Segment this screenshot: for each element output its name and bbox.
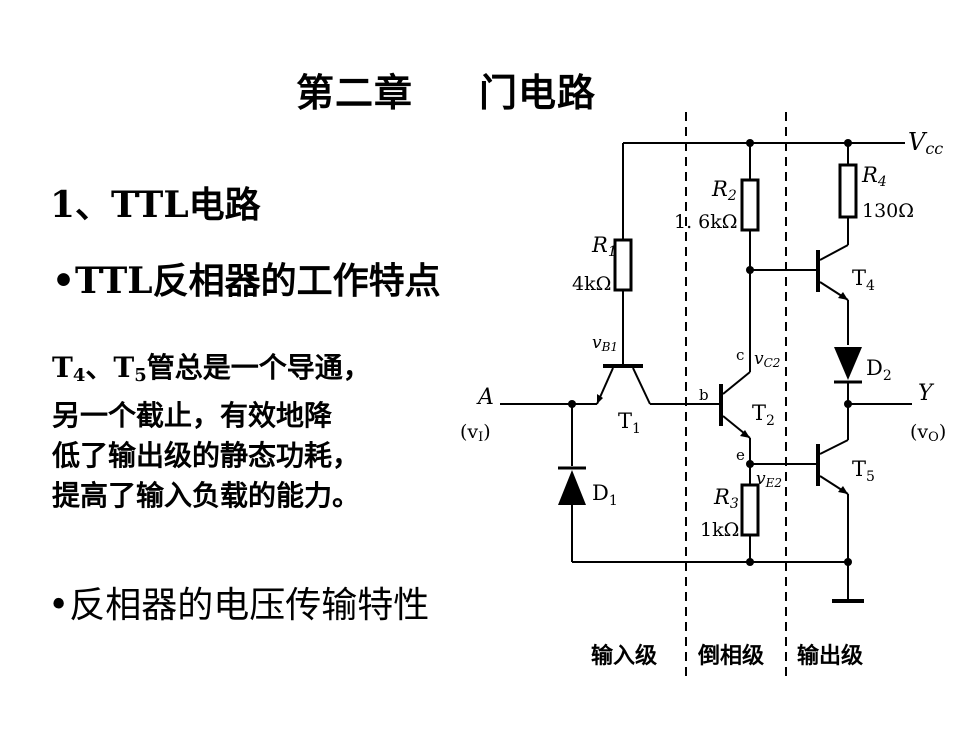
resistor-r1: R1 4kΩ	[572, 143, 633, 356]
svg-text:(vO): (vO)	[910, 421, 946, 445]
features-paragraph: T4、T5管总是一个导通， 另一个截止，有效地降 低了输出级的静态功耗， 提高了…	[52, 348, 371, 516]
bullet-ttl-features: •TTL反相器的工作特点	[52, 260, 441, 302]
chapter-label: 第二章	[296, 70, 414, 115]
svg-text:D2: D2	[866, 356, 892, 384]
svg-text:T2: T2	[752, 401, 775, 429]
stage-label-output: 输出级	[797, 643, 863, 669]
svg-text:R3: R3	[713, 485, 739, 512]
svg-text:T4: T4	[852, 266, 875, 294]
svg-text:R4: R4	[861, 163, 887, 190]
svg-text:130Ω: 130Ω	[862, 200, 914, 222]
svg-text:T5: T5	[852, 457, 875, 485]
svg-text:vE2: vE2	[756, 469, 782, 490]
para-line-1: T4、T5管总是一个导通，	[52, 351, 371, 386]
svg-text:R1: R1	[591, 233, 617, 260]
section-heading: 1、TTL电路	[50, 184, 261, 226]
ground-rail	[572, 558, 864, 603]
svg-text:1kΩ: 1kΩ	[700, 519, 739, 541]
vcc-rail: Vcc	[623, 128, 943, 158]
svg-text:vB1: vB1	[592, 333, 618, 354]
stage-label-invert: 倒相级	[697, 643, 764, 669]
svg-text:D1: D1	[592, 481, 618, 509]
resistor-r4: R4 130Ω	[838, 139, 914, 245]
bullet-transfer-characteristic: •反相器的电压传输特性	[48, 585, 430, 626]
svg-text:vC2: vC2	[754, 349, 780, 370]
svg-text:4kΩ: 4kΩ	[572, 273, 611, 295]
resistor-r2: R2 1. 6kΩ	[674, 139, 760, 372]
transistor-t1: vB1 T1	[592, 333, 721, 437]
svg-text:A: A	[476, 385, 494, 410]
diode-d2: D2	[834, 347, 892, 440]
para-line-3: 低了输出级的静态功耗，	[52, 439, 361, 472]
chapter-topic: 门电路	[479, 70, 597, 115]
transistor-t5: T5	[750, 439, 875, 566]
diode-d1: D1	[558, 404, 618, 562]
transistor-t2: c vC2 b T2 e vE2	[699, 346, 782, 490]
svg-text:Y: Y	[918, 381, 935, 406]
svg-text:(vI): (vI)	[460, 421, 491, 445]
svg-text:b: b	[699, 386, 709, 404]
svg-text:R2: R2	[711, 177, 737, 204]
svg-text:c: c	[736, 346, 744, 364]
svg-text:e: e	[736, 446, 745, 464]
stage-label-input: 输入级	[591, 643, 657, 669]
svg-text:T1: T1	[618, 409, 641, 437]
resistor-r3: R3 1kΩ	[700, 483, 760, 562]
output-y: Y (vO)	[844, 381, 946, 445]
svg-text:1. 6kΩ: 1. 6kΩ	[674, 211, 738, 233]
transistor-t4: T4	[750, 244, 875, 345]
para-line-4: 提高了输入负载的能力。	[52, 479, 361, 512]
svg-text:Vcc: Vcc	[908, 128, 943, 158]
slide-title: 第二章 门电路	[296, 62, 596, 117]
para-line-2: 另一个截止，有效地降	[52, 399, 333, 432]
input-a: A (vI)	[460, 385, 597, 445]
